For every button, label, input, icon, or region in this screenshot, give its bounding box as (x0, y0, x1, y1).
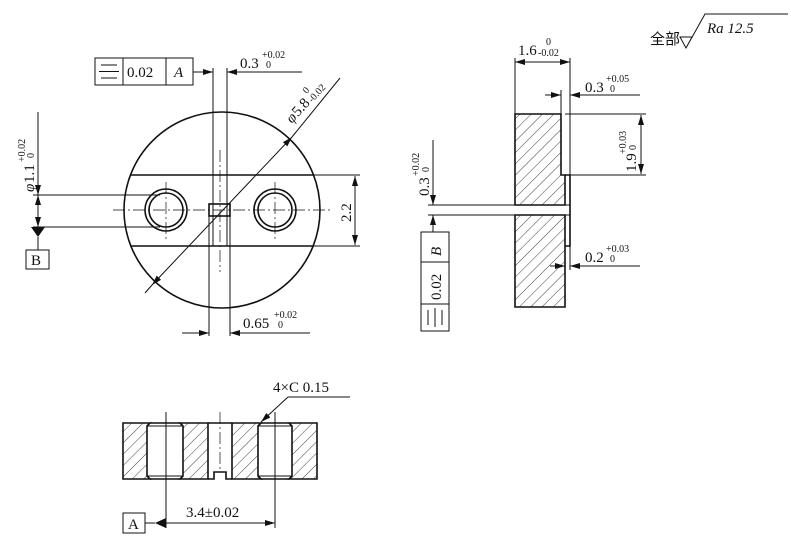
dim-lower: -0.02 (306, 82, 328, 105)
dim-lower: 0 (610, 254, 615, 265)
symmetry-icon (99, 64, 119, 79)
dim-hole-diameter: φ 1.1 +0.02 0 B (17, 112, 160, 270)
dim-base: 1.1 (22, 164, 38, 183)
section-part (287, 422, 318, 480)
dim-lower: 0 (421, 167, 432, 172)
symmetry-icon (427, 308, 443, 327)
section-part (178, 422, 209, 480)
datum-triangle-icon (31, 227, 45, 237)
dim-upper: +0.02 (411, 153, 422, 176)
dim-lower: -0.02 (538, 48, 559, 59)
side-view: 全部 Ra 12.5 1.6 0 -0.02 0.3 +0.05 0 (411, 13, 788, 332)
chamfer-label: 4×C 0.15 (273, 380, 329, 396)
dim-base: 0.3 (585, 80, 604, 96)
section-view: 4×C 0.15 A 3.4±0.02 (122, 380, 350, 534)
dim-boss-depth: 0.2 +0.03 0 (550, 244, 640, 269)
roughness-value: Ra 12.5 (706, 21, 754, 37)
datum-triangle-icon (155, 518, 166, 528)
datum-label-a: A (128, 517, 139, 533)
fcf-datum: B (429, 247, 445, 256)
dim-hole-spacing: A 3.4±0.02 (122, 505, 275, 534)
dim-step-height: 1.9 +0.03 0 (565, 113, 646, 176)
slot (208, 68, 231, 336)
dim-base: 0.65 (243, 316, 269, 332)
dim-base: 0.2 (585, 250, 604, 266)
fcf-tolerance: 0.02 (429, 274, 445, 300)
dim-step-depth: 0.3 +0.05 0 (545, 74, 640, 114)
dim-outer-diameter: φ 5.8 0 -0.02 (144, 77, 341, 294)
dim-upper: +0.02 (17, 139, 28, 162)
dim-upper: +0.02 (262, 50, 285, 61)
dim-base: 3.4±0.02 (186, 505, 239, 521)
fcf-tolerance: 0.02 (127, 65, 153, 81)
dim-upper: 0 (301, 85, 313, 96)
side-body-lower (514, 214, 566, 308)
side-body-upper (514, 113, 566, 206)
dim-prefix: φ (22, 184, 38, 192)
roughness-prefix: 全部 (650, 30, 680, 48)
fcf-symmetry-a: 0.02 A (94, 57, 213, 86)
dim-lower: 0 (278, 320, 283, 331)
dim-upper: +0.05 (606, 74, 629, 85)
section-part (122, 422, 152, 480)
fcf-symmetry-b: 0.02 B (420, 231, 450, 332)
dim-base: 1.9 (624, 153, 640, 172)
dim-upper: 0 (546, 37, 551, 48)
front-view: 0.02 A 0.3 +0.02 0 φ 5.8 0 -0.02 (17, 50, 360, 336)
datum-label-b: B (31, 253, 41, 269)
dim-base: 2.2 (339, 203, 355, 222)
dim-base: 1.6 (518, 43, 537, 59)
dim-lower: 0 (26, 153, 37, 158)
roughness-symbol-icon (679, 13, 788, 50)
dim-base: 0.3 (240, 56, 259, 72)
roughness-note: 全部 Ra 12.5 (650, 13, 788, 50)
dim-lower: 0 (628, 145, 639, 150)
section-part (231, 422, 263, 480)
dim-base: 0.3 (417, 177, 433, 196)
dim-band-height: 2.2 (300, 174, 360, 247)
dim-slot-offset: 0.65 +0.02 0 (182, 310, 310, 336)
dim-side-slot-width: 0.3 +0.02 0 (411, 140, 515, 232)
chamfer-callout: 4×C 0.15 (260, 380, 350, 423)
dim-slot-width: 0.3 +0.02 0 (227, 50, 302, 75)
dim-upper: +0.03 (606, 244, 629, 255)
dim-lower: 0 (610, 84, 615, 95)
dim-upper: +0.02 (274, 310, 297, 321)
dim-lower: 0 (266, 60, 271, 71)
dim-upper: +0.03 (618, 131, 629, 154)
fcf-datum: A (173, 65, 184, 81)
